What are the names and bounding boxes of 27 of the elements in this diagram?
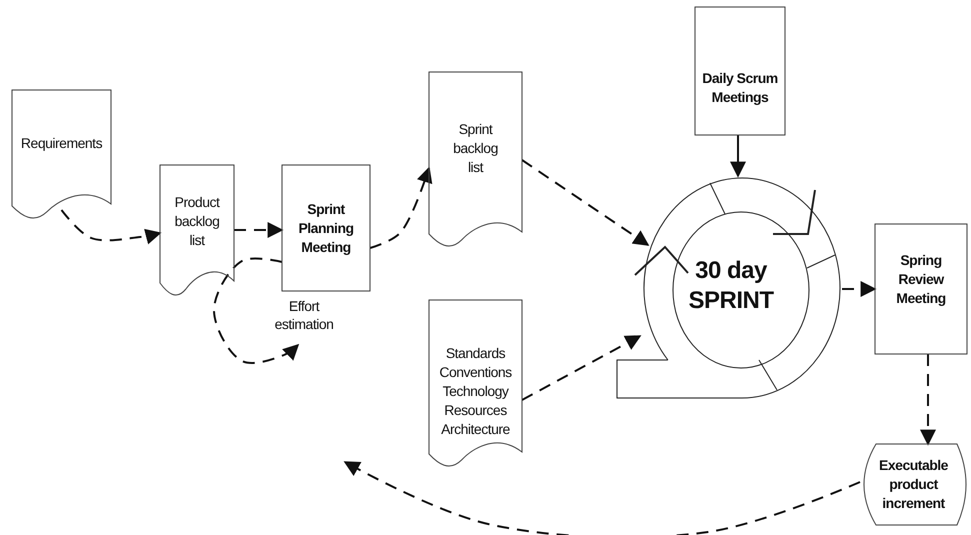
document-shape — [429, 72, 522, 246]
label-text: Effort estimation — [268, 297, 340, 337]
title-text: 30 day SPRINT — [687, 256, 775, 316]
node-label: Executable product increment — [878, 456, 949, 513]
process-box — [875, 224, 967, 354]
arrow — [60, 209, 162, 244]
arrow — [370, 166, 432, 249]
process-box — [695, 7, 785, 135]
process-box — [282, 165, 370, 291]
arrow — [521, 159, 650, 246]
arrow — [344, 461, 860, 535]
node-label: Standards Conventions Technology Resources Architecture — [438, 344, 513, 439]
node-label: Spring Review Meeting — [895, 251, 947, 308]
arrow — [522, 335, 642, 401]
arrow — [842, 281, 877, 297]
node-label: Product backlog list — [174, 193, 221, 250]
arrow — [730, 135, 746, 178]
node-label: Sprint backlog list — [452, 120, 499, 177]
document-shape — [12, 90, 111, 218]
arrow — [920, 354, 936, 446]
arrow — [234, 222, 284, 238]
node-label: Requirements — [20, 134, 104, 153]
document-shape — [429, 300, 522, 466]
arrow — [213, 258, 300, 364]
node-label: Sprint Planning Meeting — [297, 200, 355, 257]
document-shape — [160, 165, 234, 295]
node-label: Daily Scrum Meetings — [701, 69, 779, 107]
